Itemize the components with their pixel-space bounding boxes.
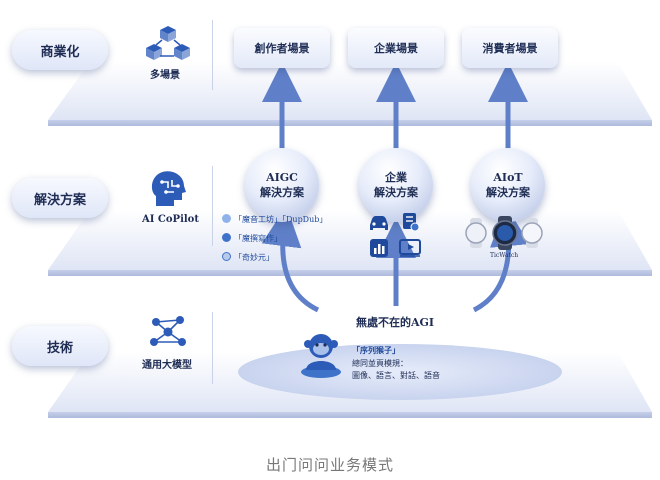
layer-pill-commercial: 商業化	[12, 30, 108, 70]
agi-disc	[238, 344, 562, 400]
solution-enterprise-line1: 企業	[385, 171, 407, 184]
model-desc-line2: 圖像、語言、對話、語音	[352, 371, 440, 380]
head-circuit-icon	[151, 171, 186, 206]
product-icon-mozhuan	[222, 233, 231, 242]
layer-icon-label-commercial: 多場景	[150, 70, 180, 81]
separator-technology	[212, 312, 213, 384]
separator-solutions	[212, 166, 213, 246]
video-play-icon	[399, 239, 421, 257]
layer-pill-solutions: 解決方案	[12, 178, 108, 218]
layer-icon-label-technology: 通用大模型	[142, 360, 192, 371]
model-name: 「序列猴子」	[352, 345, 400, 355]
layer-pill-technology: 技術	[12, 326, 108, 366]
monkey-mascot-icon	[301, 334, 341, 378]
platform-commercial	[48, 62, 652, 120]
creator-product-1: 「魔音工坊」「DupDub」	[234, 215, 328, 224]
cubes-network-icon	[146, 26, 190, 60]
solution-enterprise-line2: 解決方案	[374, 186, 418, 199]
separator-commercial	[212, 20, 213, 90]
model-desc-line1: 總同並頁模規：	[352, 359, 408, 368]
arrow-agi-left	[261, 206, 320, 313]
figure-caption: 出门问问业务模式	[265, 456, 394, 474]
solution-ball-aiot: AIoT 解決方案	[471, 148, 545, 222]
scene-card-enterprise: 企業場景	[348, 28, 444, 68]
scene-card-consumer: 消費者場景	[462, 28, 558, 68]
document-coin-icon	[403, 213, 420, 232]
solution-aiot-line2: 解決方案	[486, 186, 530, 199]
solution-ball-enterprise: 企業 解決方案	[359, 148, 433, 222]
product-icon-qimiaoyuan	[222, 252, 231, 261]
creator-product-2: 「魔撰寫作」	[234, 234, 282, 243]
smartwatch-icons	[465, 216, 543, 250]
platform-solutions	[48, 210, 652, 270]
solution-aigc-line2: 解決方案	[260, 186, 304, 199]
solution-ball-aigc: AIGC 解決方案	[245, 148, 319, 222]
neural-network-icon	[150, 316, 186, 346]
product-icon-moyin	[222, 214, 231, 223]
scene-card-creator: 創作者場景	[234, 28, 330, 68]
creator-product-3: 「奇妙元」	[234, 253, 274, 262]
bar-chart-icon	[370, 239, 388, 257]
solution-aigc-line1: AIGC	[266, 171, 298, 184]
agi-title: 無處不在的AGI	[356, 316, 435, 329]
solution-aiot-line1: AIoT	[493, 171, 523, 184]
car-icon	[370, 216, 388, 230]
watch-label: TicWatch	[490, 252, 519, 259]
layer-icon-label-solutions: AI CoPilot	[142, 214, 199, 225]
